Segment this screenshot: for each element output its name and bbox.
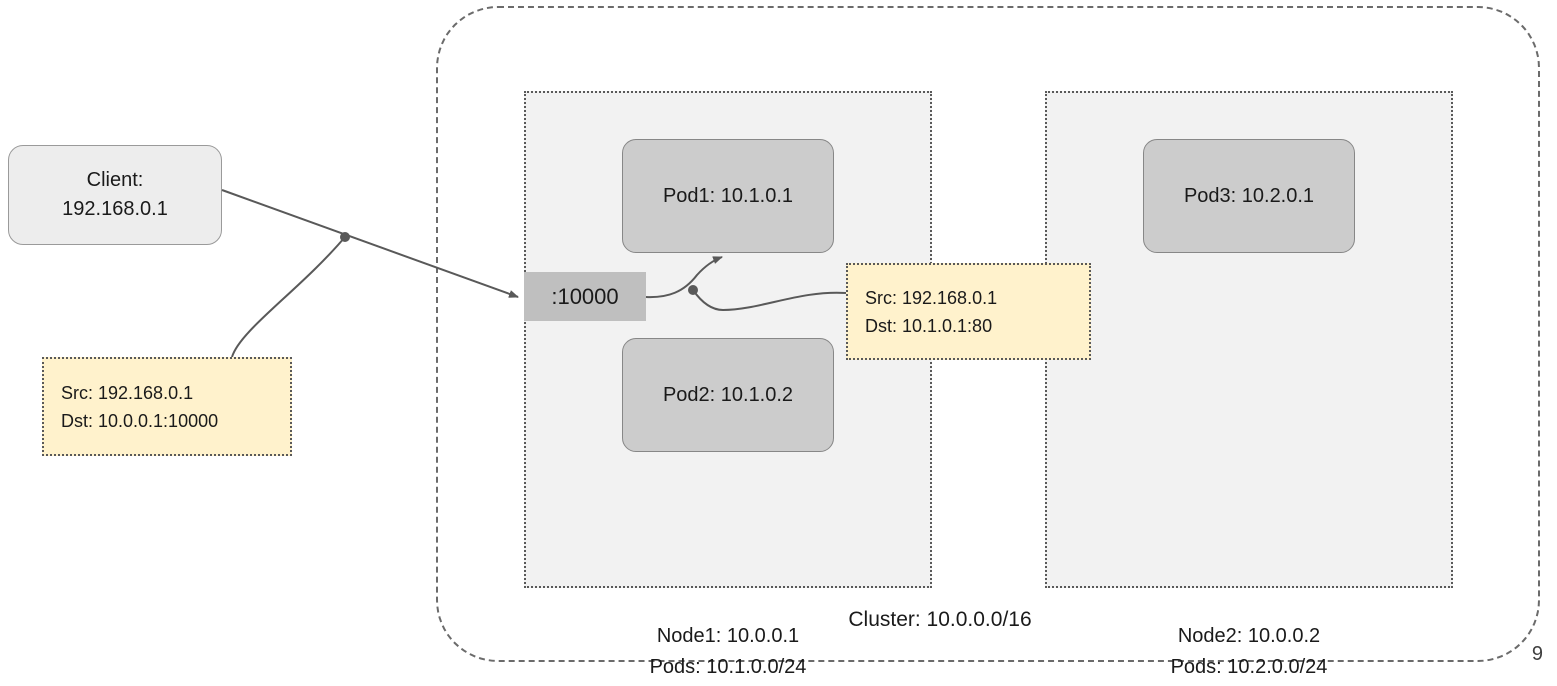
- pod-pod2: Pod2: 10.1.0.2: [622, 338, 834, 452]
- node1-name: Node1: 10.0.0.1: [656, 625, 800, 647]
- client-title: Client:: [86, 169, 144, 191]
- node1-pods-cidr: Pods: 10.1.0.0/24: [649, 656, 807, 678]
- cluster-label: Cluster: 10.0.0.0/16: [848, 608, 1032, 631]
- annotation-pod1-packet: Src: 192.168.0.1 Dst: 10.1.0.1:80: [846, 263, 1091, 360]
- pod2-label: Pod2: 10.1.0.2: [662, 383, 794, 406]
- page-number: 9: [1531, 643, 1543, 665]
- cluster-boundary: [436, 6, 1540, 662]
- pod-pod1: Pod1: 10.1.0.1: [622, 139, 834, 253]
- service-nodeport-box: :10000: [524, 272, 646, 321]
- annotation-pod1-dst: Dst: 10.1.0.1:80: [865, 315, 993, 336]
- annotation-client-packet: Src: 192.168.0.1 Dst: 10.0.0.1:10000: [42, 357, 292, 456]
- pod1-label: Pod1: 10.1.0.1: [662, 184, 794, 207]
- node2-name: Node2: 10.0.0.2: [1177, 625, 1321, 647]
- pod-pod3: Pod3: 10.2.0.1: [1143, 139, 1355, 253]
- node1-caption: Node1: 10.0.0.1 Pods: 10.1.0.0/24: [526, 621, 930, 683]
- annotation-client-dst: Dst: 10.0.0.1:10000: [61, 410, 219, 431]
- waypoint-dot-client-arrow: [340, 232, 350, 242]
- pod3-label: Pod3: 10.2.0.1: [1183, 184, 1315, 207]
- leader-client-annotation: [231, 236, 346, 358]
- annotation-client-src: Src: 192.168.0.1: [61, 382, 194, 403]
- annotation-pod1-src: Src: 192.168.0.1: [865, 287, 998, 308]
- service-port-label: :10000: [551, 283, 619, 309]
- client-ip: 192.168.0.1: [62, 198, 168, 220]
- node2-caption: Node2: 10.0.0.2 Pods: 10.2.0.0/24: [1047, 621, 1451, 683]
- client-box: Client: 192.168.0.1: [8, 145, 222, 245]
- node2-pods-cidr: Pods: 10.2.0.0/24: [1170, 656, 1328, 678]
